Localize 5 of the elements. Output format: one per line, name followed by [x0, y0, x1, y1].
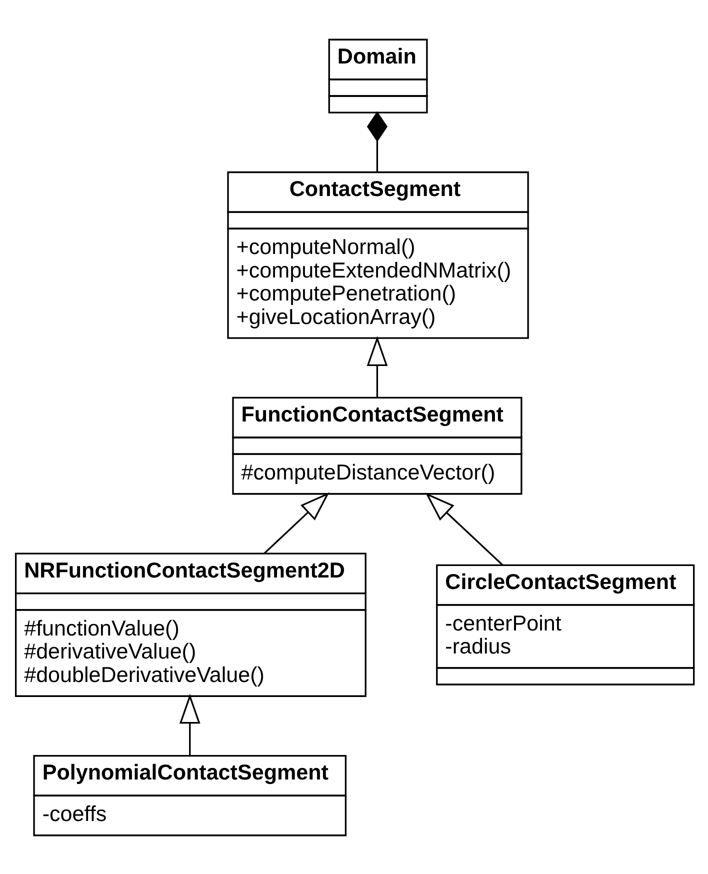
arrow [366, 336, 388, 397]
arrow [264, 492, 330, 554]
arrow [425, 492, 504, 566]
arrow [179, 693, 200, 756]
connector [366, 110, 388, 172]
